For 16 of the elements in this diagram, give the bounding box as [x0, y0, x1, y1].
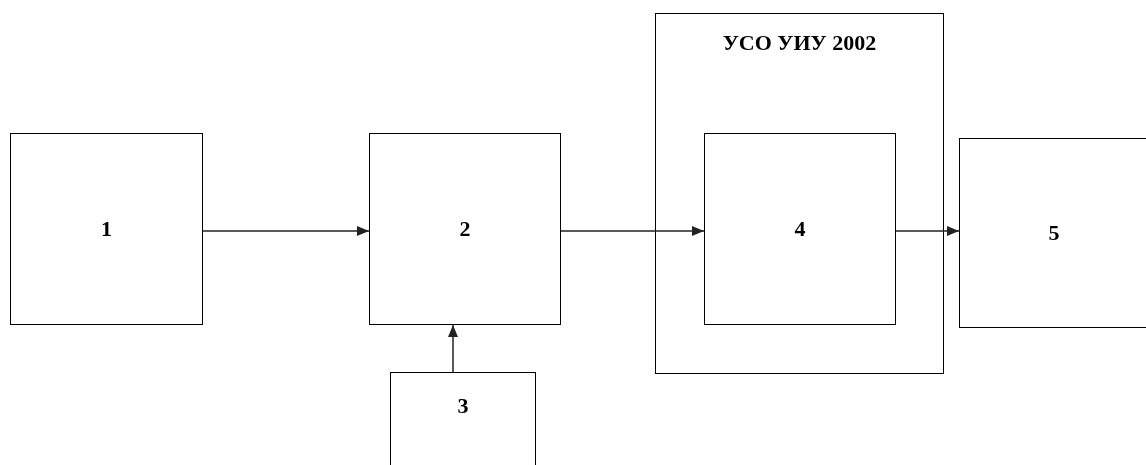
block-label: 1 — [101, 218, 112, 240]
arrow — [448, 324, 458, 373]
block-box — [369, 133, 561, 325]
arrow — [560, 226, 705, 236]
block-label: 4 — [794, 218, 806, 240]
block-box — [959, 138, 1146, 328]
block-box — [704, 133, 896, 325]
block-label: УСО УИУ 2002 — [722, 32, 877, 54]
block-box — [655, 13, 944, 374]
arrow — [895, 226, 960, 236]
block-label: 2 — [459, 218, 471, 240]
block-box — [390, 372, 536, 465]
block-box — [10, 133, 203, 325]
block-label: 3 — [457, 395, 469, 417]
arrow — [202, 226, 370, 236]
block-label: 5 — [1048, 222, 1060, 244]
